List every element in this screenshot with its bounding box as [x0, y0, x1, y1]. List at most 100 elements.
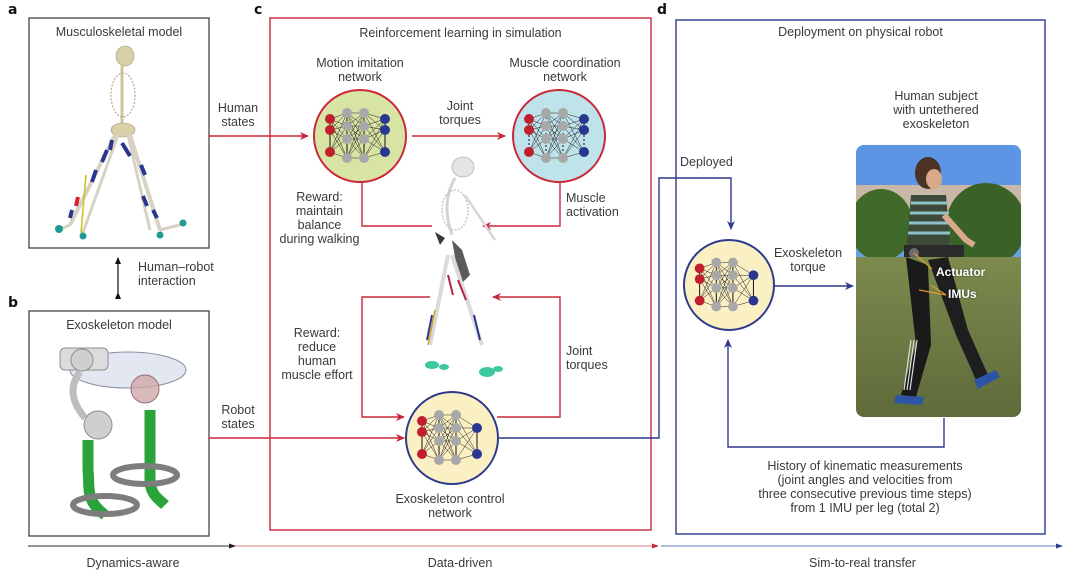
output-node	[472, 423, 482, 433]
hidden-node	[359, 134, 369, 144]
network-edge	[545, 125, 564, 159]
network-edge	[438, 414, 457, 461]
reward-effort-arrow	[361, 296, 430, 421]
input-node	[325, 125, 335, 135]
panel-b-title: Exoskeleton model	[66, 318, 172, 332]
muscle-activation-label: Muscle activation	[566, 191, 619, 219]
actuator-label: Actuator	[936, 265, 986, 279]
hidden-node	[359, 153, 369, 163]
network-edge	[562, 118, 585, 159]
stage-label-dynamics-aware: Dynamics-aware	[86, 556, 180, 570]
panel-letter-a: a	[8, 2, 18, 18]
input-node	[524, 114, 534, 124]
hidden-node	[558, 134, 568, 144]
network-edge	[421, 420, 440, 461]
human-subject-label: Human subject with untethered exoskeleto…	[893, 89, 979, 131]
panel-letter-b: b	[8, 295, 19, 311]
output-node	[472, 449, 482, 459]
network-edge	[716, 262, 734, 289]
input-node	[325, 114, 335, 124]
input-node	[694, 274, 705, 285]
hidden-node	[541, 108, 551, 118]
kinematic-history-label: History of kinematic measurements (joint…	[758, 459, 972, 515]
muscle-coordination-network-label: Muscle coordination network	[509, 56, 621, 84]
hidden-node	[541, 153, 551, 163]
deployed-label: Deployed	[680, 155, 733, 169]
simulation-skeleton-illustration	[425, 156, 503, 377]
network-edge	[699, 275, 717, 301]
exoskeleton-torque-label: Exoskeleton torque	[773, 246, 843, 274]
input-node	[524, 147, 534, 157]
output-node	[380, 125, 390, 135]
input-node	[694, 295, 705, 306]
human-states-label: Human states	[217, 101, 259, 129]
output-node	[380, 147, 390, 157]
hidden-node	[434, 410, 444, 420]
hidden-node	[711, 283, 722, 293]
panel-letter-d: d	[657, 2, 668, 18]
network-edge	[329, 112, 348, 153]
network-edge	[329, 118, 348, 159]
hidden-node	[541, 121, 551, 131]
network-edge	[562, 112, 585, 153]
stage-label-data-driven: Data-driven	[427, 556, 493, 570]
network-edge	[732, 275, 754, 301]
panel-c-box	[269, 17, 652, 531]
hidden-node	[434, 436, 444, 446]
hidden-node	[558, 121, 568, 131]
network-edge	[716, 262, 734, 307]
network-edge	[363, 118, 386, 159]
hidden-node	[342, 134, 352, 144]
hidden-node	[359, 121, 369, 131]
hidden-node	[359, 108, 369, 118]
hidden-node	[451, 455, 461, 465]
hidden-node	[342, 153, 352, 163]
hidden-node	[558, 108, 568, 118]
network-edge	[346, 112, 365, 140]
output-node	[748, 295, 759, 306]
panel-d-box	[675, 19, 1046, 535]
exoskeleton-control-network	[405, 391, 499, 485]
input-node	[417, 416, 427, 426]
kinematic-history-arrow	[724, 339, 945, 448]
network-edge	[455, 427, 478, 461]
network-edge	[421, 427, 440, 455]
hidden-node	[451, 436, 461, 446]
panel-c-title: Reinforcement learning in simulation	[359, 26, 562, 40]
network-edge	[545, 112, 564, 140]
imus-label: IMUs	[948, 287, 977, 301]
network-edge	[421, 414, 440, 455]
hidden-node	[711, 301, 722, 312]
deployed-arrow	[497, 177, 735, 439]
reward-balance-label: Reward: maintain balance during walking	[279, 190, 360, 246]
output-node	[579, 114, 589, 124]
network-edge	[699, 279, 717, 307]
joint-torques-right-arrow	[492, 293, 561, 418]
input-node	[694, 263, 705, 274]
network-edge	[716, 275, 734, 307]
exoskeleton-model-illustration	[59, 347, 187, 520]
network-edge	[528, 112, 547, 153]
output-node	[380, 114, 390, 124]
musculoskeletal-skeleton-illustration	[55, 45, 187, 240]
network-edge	[455, 427, 478, 455]
hidden-node	[728, 270, 738, 281]
output-node	[748, 270, 759, 281]
hidden-node	[558, 153, 568, 163]
motion-imitation-network	[313, 89, 407, 183]
hidden-node	[451, 410, 461, 420]
hidden-node	[451, 423, 461, 433]
joint-torques-right-label: Joint torques	[566, 344, 608, 372]
network-edge	[562, 129, 585, 159]
hidden-node	[434, 423, 444, 433]
network-edge	[438, 414, 457, 442]
hidden-node	[711, 257, 722, 268]
input-node	[524, 125, 534, 135]
human-subject-photo: Actuator IMUs	[856, 145, 1021, 417]
deployed-exoskeleton-network	[683, 239, 775, 331]
input-node	[417, 449, 427, 459]
network-edge	[363, 129, 386, 159]
network-edge	[528, 118, 547, 159]
hidden-node	[711, 270, 722, 281]
